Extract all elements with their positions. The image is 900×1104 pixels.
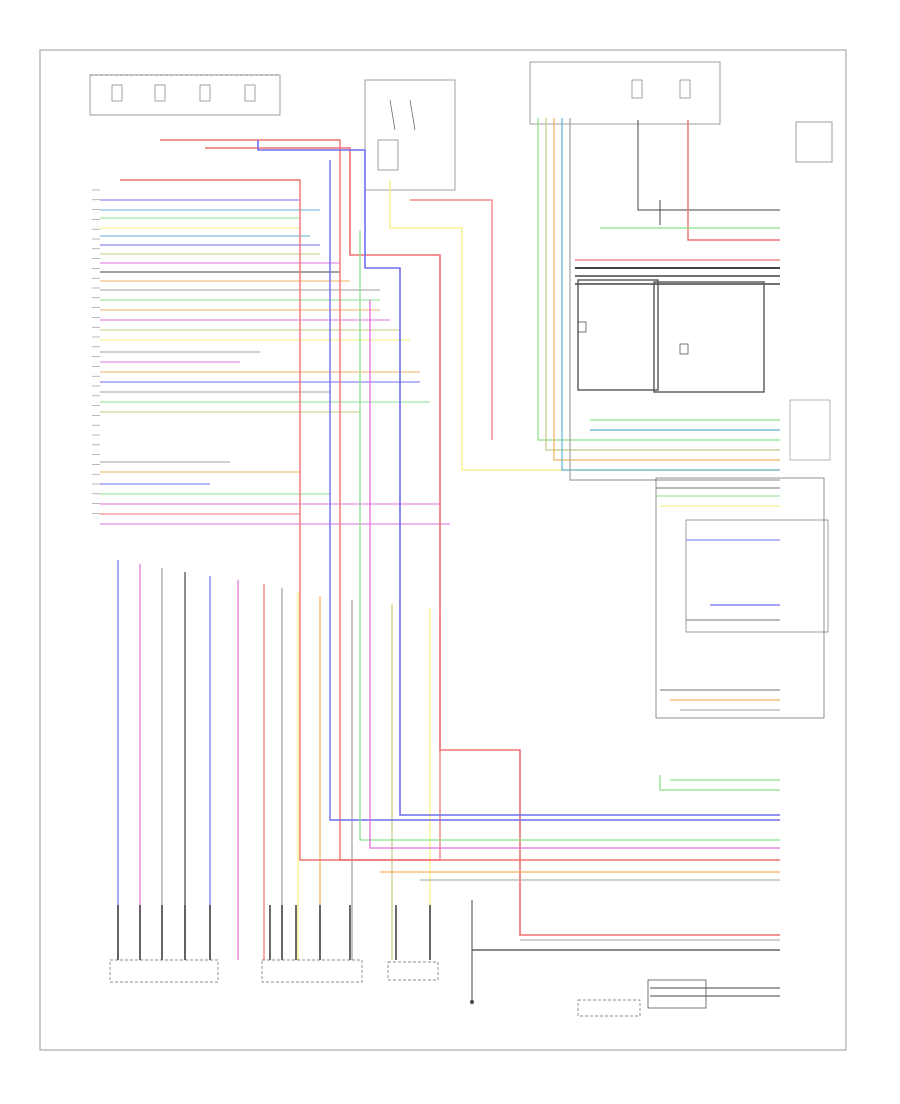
- wire: [569, 118, 780, 481]
- wire: [205, 147, 780, 936]
- diagram-border: [39, 49, 847, 1051]
- module-blend-door: [577, 279, 765, 393]
- fuse-icon: [111, 84, 123, 102]
- relay-icon: [377, 139, 399, 171]
- wire: [545, 118, 780, 451]
- bottom-connector-3: [387, 961, 439, 981]
- bottom-connector-1: [109, 959, 219, 983]
- fuse-icon: [199, 84, 211, 102]
- wire-harness: [100, 118, 780, 997]
- module-solar-sensor: [789, 399, 831, 461]
- ignition-switch-box: [795, 121, 833, 163]
- wire: [257, 140, 780, 816]
- fuse-icon: [679, 79, 691, 99]
- module-ac-pressure: [655, 477, 825, 719]
- wire: [410, 199, 493, 440]
- fuse-icon: [244, 84, 256, 102]
- fuse-panel-left: [89, 74, 281, 116]
- wire: [637, 120, 780, 211]
- wire: [561, 118, 780, 471]
- wire: [160, 139, 780, 861]
- wire: [659, 775, 780, 791]
- wire: [537, 118, 780, 441]
- fuse-panel-middle: [364, 79, 456, 191]
- control-module-pin-list: [92, 189, 100, 514]
- wire: [369, 300, 780, 849]
- motor-icon: [577, 321, 587, 333]
- module-mode-door: [685, 519, 829, 633]
- fuse-panel-right: [529, 61, 721, 125]
- fuse-icon: [631, 79, 643, 99]
- motor-icon: [679, 343, 689, 355]
- bottom-connector-2: [261, 959, 363, 983]
- wire: [389, 180, 780, 471]
- wire: [359, 230, 780, 841]
- bottom-connector-4: [577, 999, 641, 1017]
- wire: [687, 120, 780, 241]
- bottom-connector-ground: [470, 900, 474, 1004]
- wire: [553, 118, 780, 461]
- fuse-icon: [154, 84, 166, 102]
- module-evap-sensor: [647, 979, 707, 1009]
- wire: [329, 160, 780, 821]
